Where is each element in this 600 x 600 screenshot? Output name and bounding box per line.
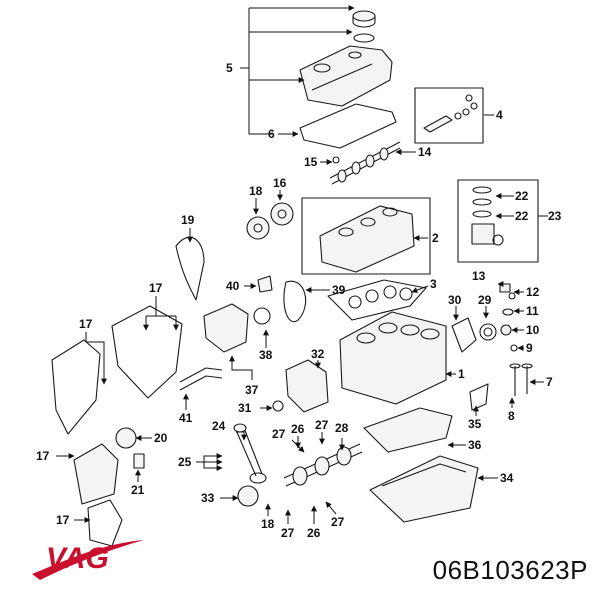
oil-pan-shape bbox=[369, 455, 479, 523]
callout-32: 32 bbox=[311, 347, 325, 361]
upper-timing-cover-shape bbox=[175, 236, 205, 301]
leader-lines bbox=[56, 5, 548, 524]
callout-39: 39 bbox=[332, 283, 346, 297]
timing-belt-shape bbox=[283, 280, 307, 323]
callout-15: 15 bbox=[304, 155, 318, 169]
timing-covers-shape bbox=[51, 305, 183, 547]
adjuster-group-box bbox=[414, 87, 484, 144]
svg-text:VAG: VAG bbox=[46, 542, 109, 575]
callout-16: 16 bbox=[273, 176, 287, 190]
crank-seals-shape bbox=[451, 317, 497, 353]
callout-29: 29 bbox=[478, 293, 492, 307]
callout-13: 13 bbox=[472, 269, 486, 283]
sensor-parts-shape bbox=[499, 283, 518, 352]
callout-10: 10 bbox=[526, 323, 540, 337]
coolant-pipe-shape bbox=[179, 367, 223, 383]
vag-logo: VAG bbox=[32, 540, 144, 580]
callout-31: 31 bbox=[238, 401, 252, 415]
callout-12: 12 bbox=[526, 285, 540, 299]
callout-3: 3 bbox=[430, 277, 437, 291]
callout-24: 24 bbox=[212, 419, 226, 433]
callout-11: 11 bbox=[526, 304, 539, 318]
camshaft-shape bbox=[329, 141, 401, 185]
pulley-shape bbox=[253, 307, 271, 325]
callout-2: 2 bbox=[432, 231, 439, 245]
callout-20: 20 bbox=[154, 431, 168, 445]
callout-38: 38 bbox=[259, 348, 273, 362]
small-seal-shape bbox=[332, 156, 340, 164]
callout-27-d: 27 bbox=[331, 515, 345, 529]
callout-37: 37 bbox=[245, 383, 259, 397]
valves-shape bbox=[509, 363, 533, 396]
callout-27-b: 27 bbox=[315, 418, 329, 432]
callout-26-a: 26 bbox=[291, 422, 305, 436]
piston-parts-shape bbox=[471, 186, 504, 246]
connecting-rods-shape bbox=[233, 423, 267, 484]
callout-22-bottom: 22 bbox=[515, 209, 529, 223]
callout-34: 34 bbox=[500, 471, 514, 485]
callout-23: 23 bbox=[548, 209, 562, 223]
callout-21: 21 bbox=[131, 483, 145, 497]
callout-9: 9 bbox=[526, 341, 533, 355]
camshaft-sprockets-shape bbox=[246, 202, 294, 240]
head-gasket-shape bbox=[327, 279, 427, 321]
callout-27-a: 27 bbox=[272, 427, 286, 441]
callout-36: 36 bbox=[468, 438, 482, 452]
crankshaft-shape bbox=[283, 443, 363, 487]
callout-4: 4 bbox=[496, 108, 503, 122]
callout-33: 33 bbox=[201, 491, 215, 505]
callout-7: 7 bbox=[546, 375, 553, 389]
cylinder-head-shape bbox=[301, 197, 431, 275]
engine-block-shape bbox=[339, 311, 447, 405]
callout-28: 28 bbox=[335, 421, 349, 435]
bolt-shape bbox=[133, 453, 145, 469]
callout-5: 5 bbox=[226, 61, 233, 75]
callout-17-b: 17 bbox=[79, 317, 93, 331]
callout-30: 30 bbox=[448, 293, 462, 307]
callout-18: 18 bbox=[249, 184, 263, 198]
idler-pulley-shape bbox=[115, 427, 137, 449]
engine-bracket-shape bbox=[203, 303, 249, 353]
callout-35: 35 bbox=[468, 417, 482, 431]
callout-1: 1 bbox=[458, 367, 465, 381]
callout-14: 14 bbox=[418, 145, 432, 159]
seal-ring-shape bbox=[272, 400, 284, 412]
callout-18-b: 18 bbox=[261, 517, 275, 531]
callout-8: 8 bbox=[508, 409, 515, 423]
part-number-label: 06B103623P bbox=[432, 555, 588, 585]
adjuster-parts-shape bbox=[423, 94, 478, 133]
callout-26-b: 26 bbox=[307, 526, 321, 540]
callout-17-c: 17 bbox=[36, 449, 50, 463]
callout-6: 6 bbox=[268, 127, 275, 141]
callout-labels: 5 6 4 14 15 18 16 19 2 3 22 22 23 40 39 … bbox=[36, 61, 562, 540]
callout-27-c: 27 bbox=[281, 526, 295, 540]
piston-group-box bbox=[457, 179, 539, 263]
callout-19: 19 bbox=[181, 213, 195, 227]
oil-filler-cap-shape bbox=[352, 10, 376, 43]
callout-41: 41 bbox=[179, 411, 193, 425]
tensioner-shape bbox=[257, 275, 273, 293]
callout-22-top: 22 bbox=[515, 189, 529, 203]
callout-25: 25 bbox=[178, 455, 192, 469]
callout-40: 40 bbox=[226, 279, 240, 293]
valve-cover-shape bbox=[299, 45, 393, 107]
callout-17-d: 17 bbox=[56, 513, 70, 527]
oil-pump-shape bbox=[285, 359, 329, 413]
valve-cover-gasket-shape bbox=[299, 103, 397, 149]
oil-baffle-shape bbox=[363, 407, 453, 453]
bracket-shape bbox=[469, 383, 489, 411]
callout-17-a: 17 bbox=[149, 281, 163, 295]
crank-sprocket-shape bbox=[237, 485, 259, 507]
